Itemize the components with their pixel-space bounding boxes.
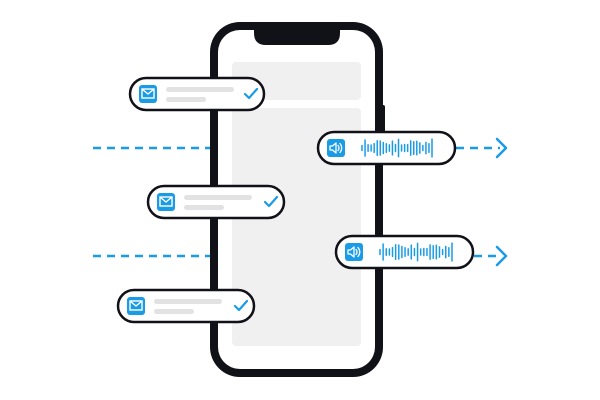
speaker-icon xyxy=(345,243,363,261)
sound-wave-icon xyxy=(379,242,453,262)
message-text-placeholder xyxy=(154,299,222,304)
envelope-icon xyxy=(139,85,157,103)
phone xyxy=(210,22,385,377)
outgoing-links xyxy=(456,137,508,267)
voice-message-pill xyxy=(316,130,457,166)
message-text-placeholder xyxy=(184,205,224,210)
incoming-links xyxy=(93,146,215,258)
speaker-icon xyxy=(327,139,345,157)
arrow-right-icon xyxy=(495,137,508,159)
notch-icon xyxy=(254,28,340,45)
message-pill xyxy=(146,184,286,220)
message-text-placeholder xyxy=(166,97,206,102)
screen-content-panel xyxy=(232,108,361,346)
checkmark-icon xyxy=(233,299,249,312)
arrow-right-icon xyxy=(495,245,508,267)
message-text-placeholder xyxy=(184,195,252,200)
message-text-placeholder xyxy=(166,87,234,92)
message-text-placeholder xyxy=(154,309,194,314)
checkmark-icon xyxy=(263,195,279,208)
envelope-icon xyxy=(127,297,145,315)
message-pill xyxy=(128,76,266,112)
message-pill xyxy=(116,288,256,324)
sound-wave-icon xyxy=(361,138,433,158)
checkmark-icon xyxy=(243,87,259,100)
voice-message-pill xyxy=(334,234,475,270)
envelope-icon xyxy=(157,193,175,211)
